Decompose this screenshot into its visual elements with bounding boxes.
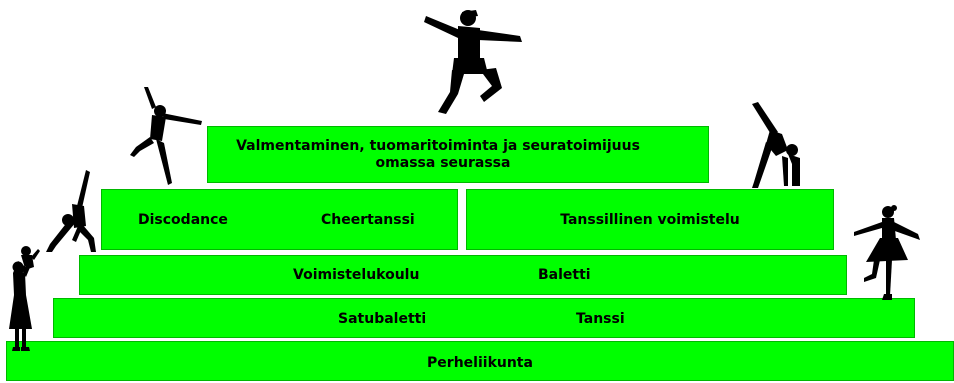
tier4-right-block: Tanssillinen voimistelu <box>466 189 834 250</box>
tier3-left-label: Voimistelukoulu <box>293 267 420 283</box>
tier4-right-label: Tanssillinen voimistelu <box>560 212 740 228</box>
tier-top-line1: Valmentaminen, tuomaritoiminta ja seurat… <box>236 138 640 154</box>
tier-base-block: Perheliikunta <box>6 341 954 381</box>
tier2-left-label: Satubaletti <box>338 311 427 327</box>
tier4-left-label-1: Discodance <box>138 212 228 228</box>
cartwheel-dancer-icon <box>42 168 98 254</box>
tier4-left-label-2: Cheertanssi <box>321 212 415 228</box>
tier2-right-label: Tanssi <box>576 311 625 327</box>
jumping-dancer-icon <box>424 8 524 118</box>
backbend-dancer-icon <box>748 102 802 188</box>
tier4-left-block: Discodance Cheertanssi <box>101 189 458 250</box>
ballet-girl-icon <box>852 204 922 300</box>
tier2-block: Satubaletti Tanssi <box>53 298 915 338</box>
leaping-dancer-icon <box>126 85 204 187</box>
tier3-right-label: Baletti <box>538 267 591 283</box>
tier-top-line2: omassa seurassa <box>375 155 511 171</box>
tier3-block: Voimistelukoulu Baletti <box>79 255 847 295</box>
parent-with-child-icon <box>4 243 42 351</box>
tier-base-label: Perheliikunta <box>427 355 533 371</box>
tier-top-block: Valmentaminen, tuomaritoiminta ja seurat… <box>207 126 709 183</box>
